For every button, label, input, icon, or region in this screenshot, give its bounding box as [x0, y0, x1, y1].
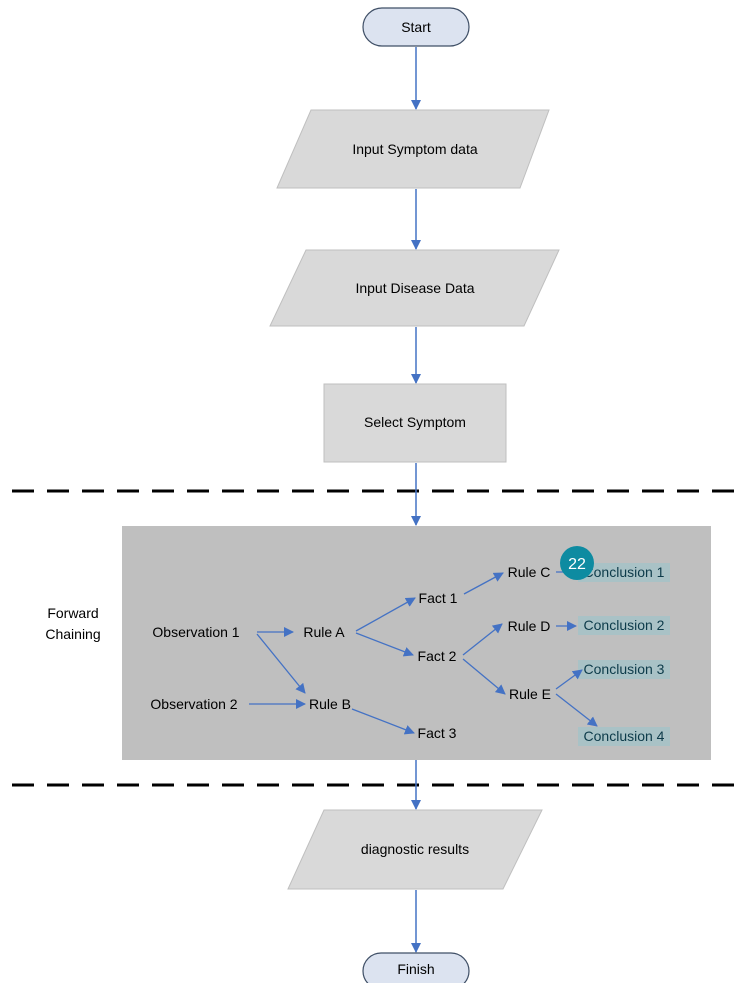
- arrow-ruleE-to-conclusion4: [555, 693, 598, 727]
- conclusion-1-highlight: [578, 563, 670, 582]
- arrow-ruleB-to-fact3: [351, 708, 415, 735]
- start-label: Start: [401, 19, 431, 35]
- arrow-obs1-to-ruleB: [256, 633, 306, 694]
- conclusion-4-label: Conclusion 4: [584, 728, 665, 744]
- input-symptom-shape: [276, 109, 550, 189]
- select-symptom-box: [323, 383, 507, 463]
- start-terminator: [362, 7, 470, 47]
- rule-a-label: Rule A: [303, 624, 345, 640]
- arrow-ruleE-to-conclusion3: [555, 669, 583, 690]
- forward-chaining-label-line1: Forward: [47, 605, 98, 621]
- select-symptom-label: Select Symptom: [364, 414, 466, 430]
- finish-terminator: [362, 952, 470, 983]
- input-disease-label: Input Disease Data: [355, 280, 474, 296]
- observation-2-label: Observation 2: [150, 696, 237, 712]
- rule-c-label: Rule C: [508, 564, 551, 580]
- conclusion-3-highlight: [578, 660, 670, 679]
- conclusion-1-label: Conclusion 1: [584, 564, 665, 580]
- arrow-fact1-to-ruleC: [463, 572, 504, 595]
- forward-chaining-panel: [122, 526, 711, 760]
- arrow-fact2-to-ruleE: [462, 658, 506, 695]
- conclusion-2-label: Conclusion 2: [584, 617, 665, 633]
- annotation-badge[interactable]: [560, 546, 594, 580]
- conclusion-3-label: Conclusion 3: [584, 661, 665, 677]
- rule-d-label: Rule D: [508, 618, 551, 634]
- conclusion-2-highlight: [578, 616, 670, 635]
- results-label: diagnostic results: [361, 841, 469, 857]
- rule-e-label: Rule E: [509, 686, 551, 702]
- arrow-ruleA-to-fact2: [355, 632, 414, 657]
- fact-3-label: Fact 3: [418, 725, 457, 741]
- results-shape: [287, 809, 543, 890]
- rule-b-label: Rule B: [309, 696, 351, 712]
- input-symptom-label: Input Symptom data: [352, 141, 478, 157]
- conclusion-4-highlight: [578, 727, 670, 746]
- finish-label: Finish: [397, 961, 434, 977]
- annotation-badge-number: 22: [568, 556, 586, 573]
- arrow-fact2-to-ruleD: [462, 623, 503, 656]
- fact-2-label: Fact 2: [418, 648, 457, 664]
- forward-chaining-label-line2: Chaining: [45, 626, 100, 642]
- fact-1-label: Fact 1: [419, 590, 458, 606]
- observation-1-label: Observation 1: [152, 624, 239, 640]
- arrow-ruleA-to-fact1: [355, 597, 416, 632]
- input-disease-shape: [269, 249, 560, 327]
